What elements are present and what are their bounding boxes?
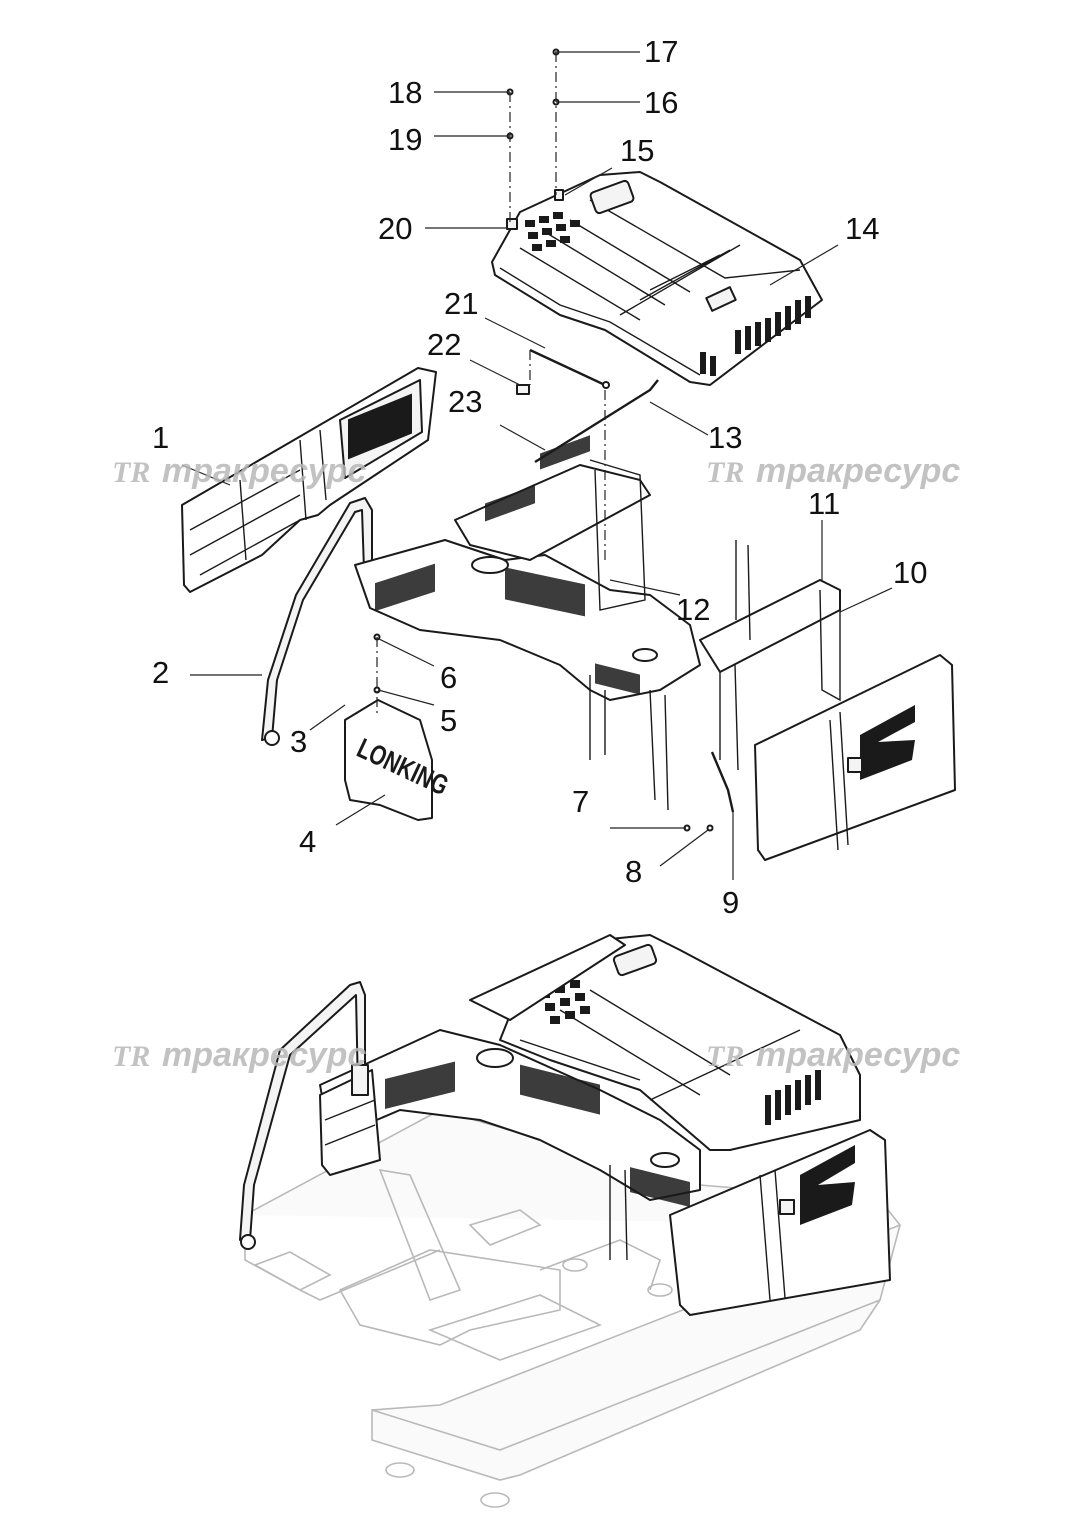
assembly-axes (376, 52, 606, 715)
callout-8: 8 (625, 854, 642, 889)
watermark-top-left: TR тракресурс (112, 452, 366, 490)
callout-16: 16 (644, 85, 678, 120)
callout-7: 7 (572, 784, 589, 819)
part-right-side-door (754, 654, 956, 861)
watermark-logo: TR (706, 1040, 744, 1073)
callout-23: 23 (448, 384, 482, 419)
callout-18: 18 (388, 75, 422, 110)
callout-21: 21 (444, 286, 478, 321)
watermark-text: тракресурс (162, 1036, 366, 1074)
callout-19: 19 (388, 122, 422, 157)
hood-side-grille (700, 296, 811, 376)
callout-labels: 17 16 18 19 15 20 14 21 22 23 13 1 11 10… (152, 34, 927, 920)
watermark-text: тракресурс (756, 1036, 960, 1074)
part-engine-hood (491, 171, 823, 386)
callout-6: 6 (440, 660, 457, 695)
assembled-deck-mesh (385, 1061, 690, 1208)
part-left-side-door (181, 367, 437, 593)
door-louver (348, 393, 412, 460)
callout-12: 12 (676, 592, 710, 627)
callout-5: 5 (440, 703, 457, 738)
callout-10: 10 (893, 555, 927, 590)
watermark-logo: TR (112, 456, 150, 489)
callout-13: 13 (708, 420, 742, 455)
callout-22: 22 (427, 327, 461, 362)
hood-vent-grille (525, 212, 580, 251)
callout-9: 9 (722, 885, 739, 920)
part-frame (354, 435, 841, 811)
watermark-bottom-left: TR тракресурс (112, 1036, 366, 1074)
callout-15: 15 (620, 133, 654, 168)
callout-17: 17 (644, 34, 678, 69)
part-rods-and-fasteners (373, 48, 735, 832)
leader-lines (181, 51, 893, 880)
callout-11: 11 (808, 486, 840, 521)
watermark-logo: TR (706, 456, 744, 489)
callout-4: 4 (299, 824, 316, 859)
watermark-text: тракресурс (162, 452, 366, 490)
assembled-view (239, 934, 902, 1508)
watermark-logo: TR (112, 1040, 150, 1073)
callout-14: 14 (845, 211, 879, 246)
frame-mesh (375, 435, 640, 695)
watermark-bottom-right: TR тракресурс (706, 1036, 960, 1074)
callout-1: 1 (152, 420, 169, 455)
assembled-hood-grille (540, 980, 821, 1125)
callout-20: 20 (378, 211, 412, 246)
watermark-text: тракресурс (756, 452, 960, 490)
watermark-top-right: TR тракресурс (706, 452, 960, 490)
callout-2: 2 (152, 655, 169, 690)
callout-3: 3 (290, 724, 307, 759)
part-counterweight-cover: LONKING (344, 699, 453, 821)
